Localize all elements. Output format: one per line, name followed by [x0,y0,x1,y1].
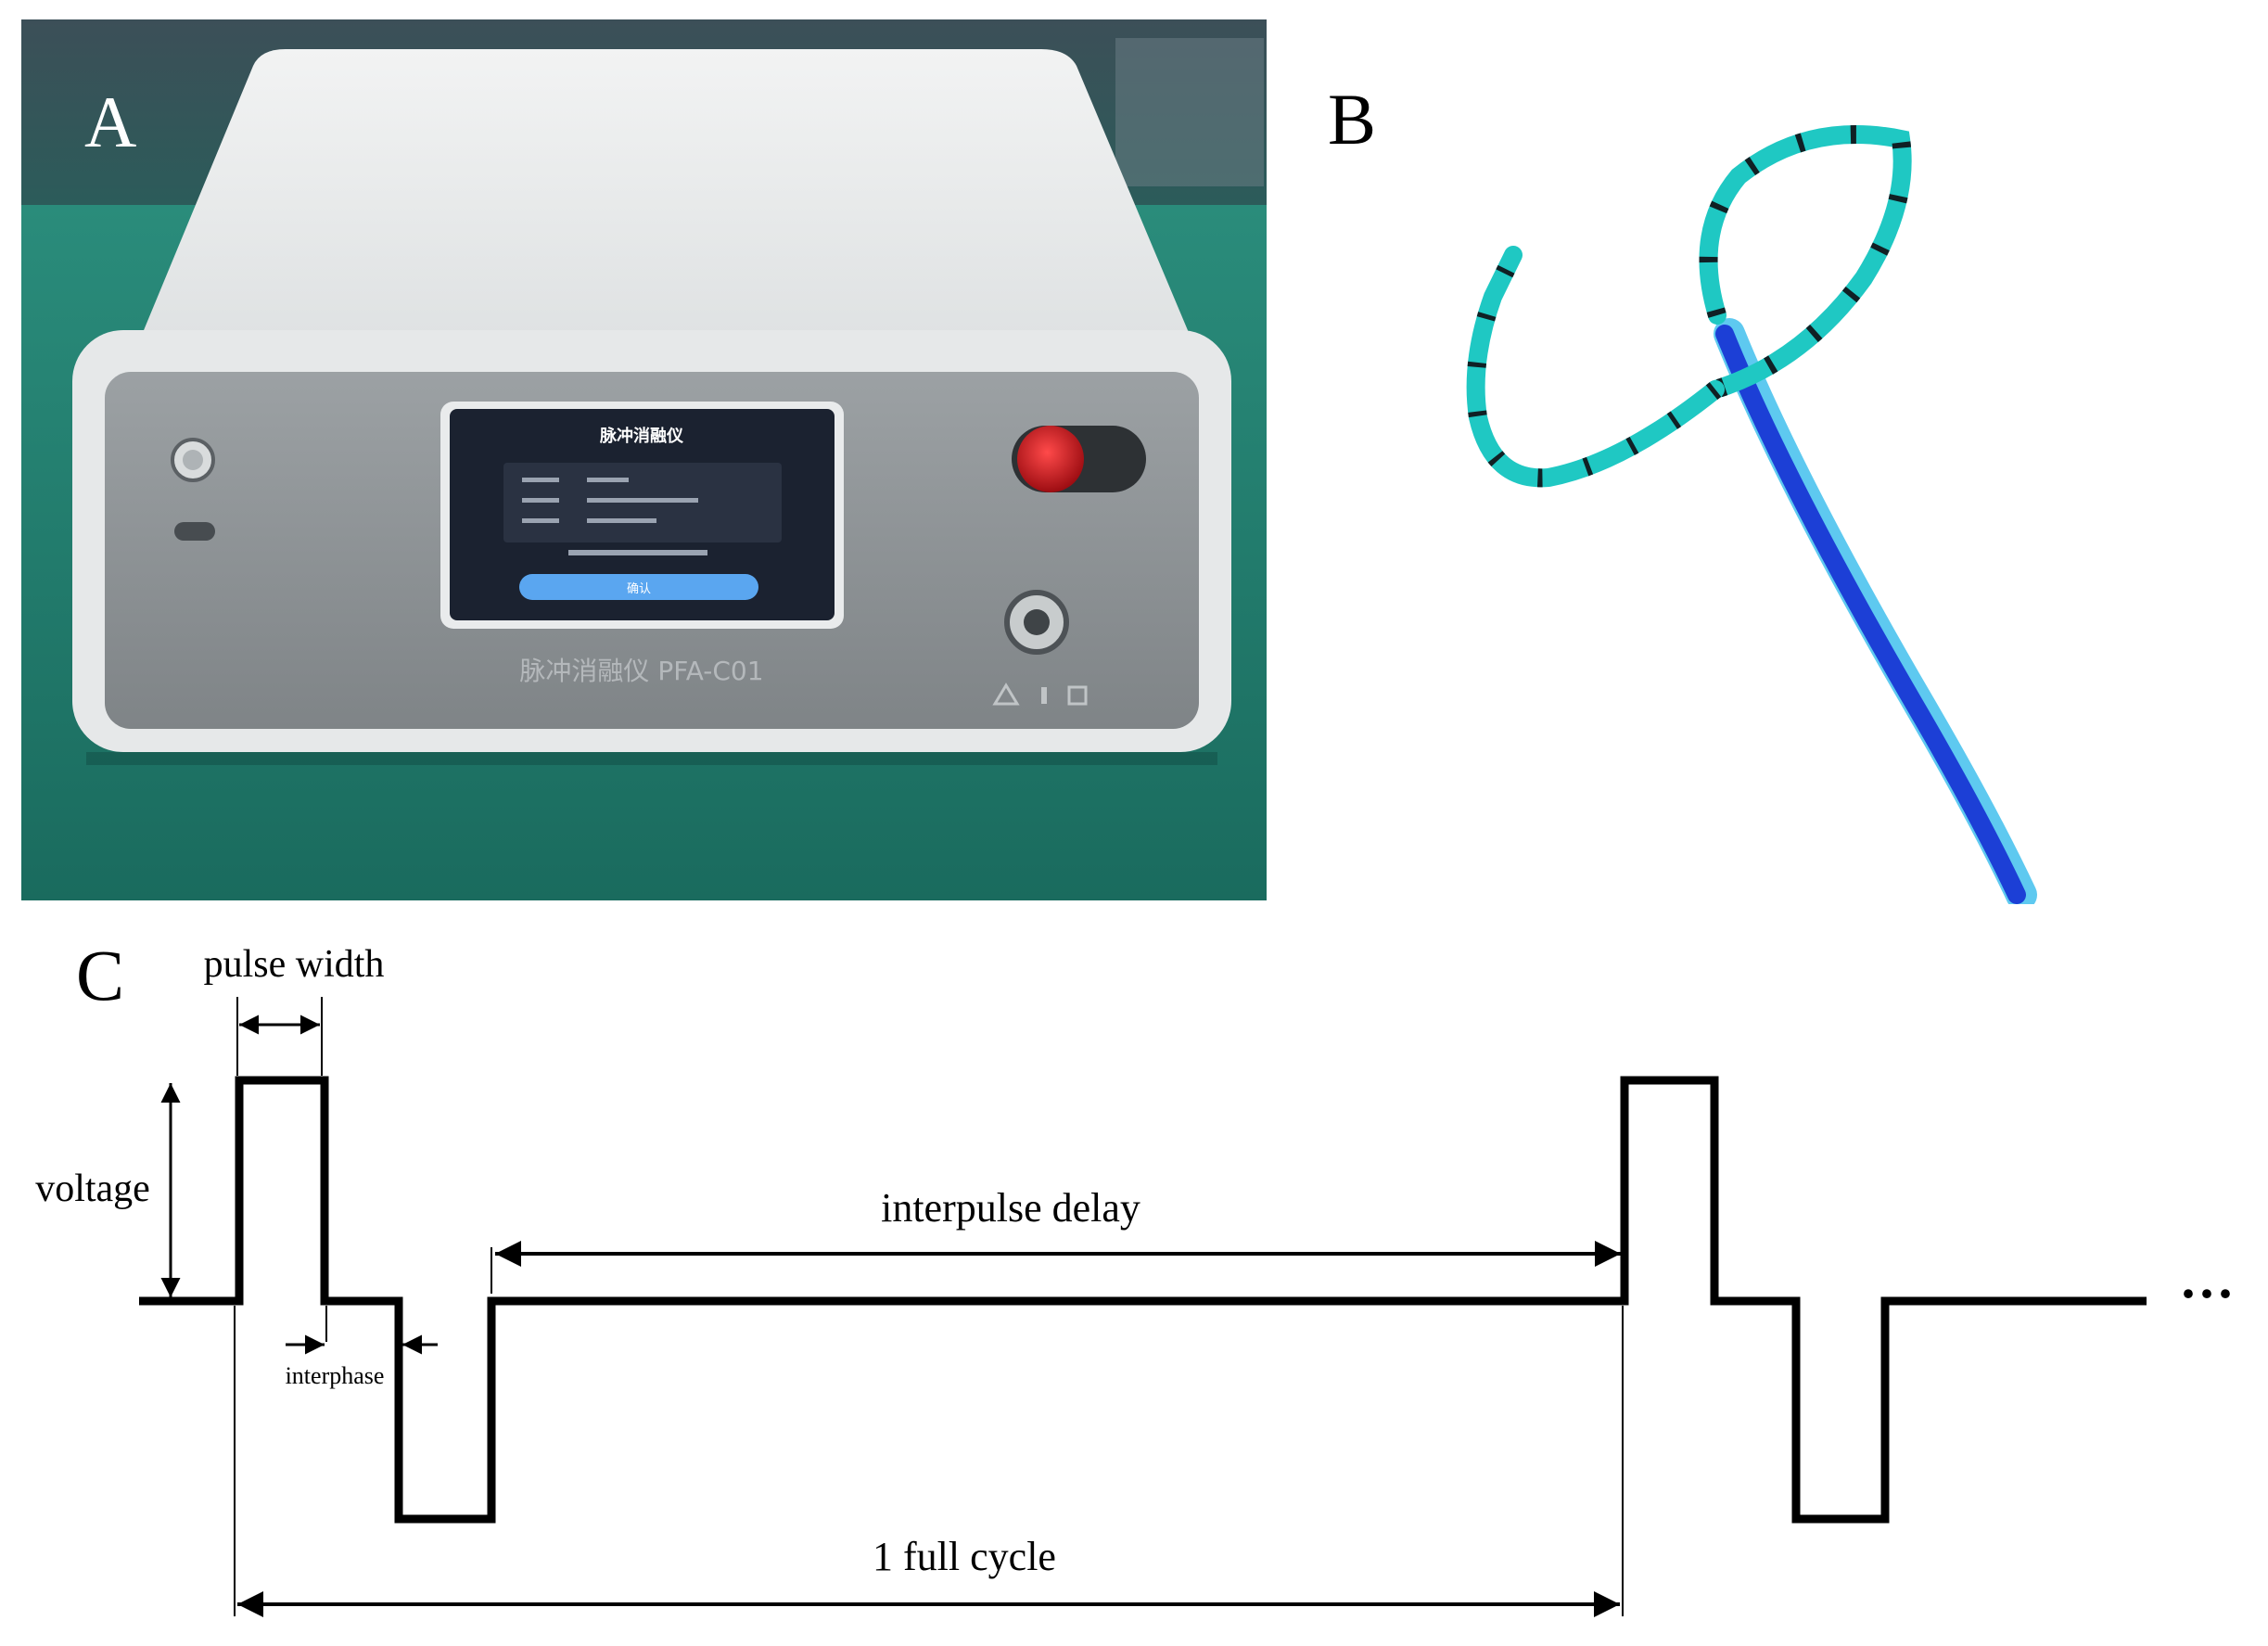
panel-c-waveform-diagram: pulse width voltage interphase interpuls… [0,904,2268,1641]
screen-info-line [587,518,656,523]
warning-icon [992,683,1020,706]
panel-label-c: C [76,935,125,1015]
device-top-cover [142,49,1190,335]
catheter-connector-socket [1024,609,1050,635]
screen-title: 脉冲消融仪 [599,426,684,446]
catheter-electrodes [1699,125,1912,399]
screen-info-line [522,518,559,523]
device-model-label: 脉冲消融仪 PFA-C01 [519,656,763,686]
continuation-ellipsis: ··· [2179,1263,2235,1324]
device-photo-illustration: 脉冲消融仪 确认 脉冲消融仪 PFA-C01 [21,19,1267,900]
emergency-stop-button [1017,426,1084,492]
panel-b-catheter-photo: B [1270,0,2268,911]
screen-confirm-label: 确认 [627,582,651,596]
background-object [1115,38,1264,186]
device-shadow [86,752,1217,765]
screen-info-line [587,478,629,482]
screen-checkbox-line [568,550,707,555]
full-cycle-label: 1 full cycle [873,1534,1056,1579]
catheter-distal-electrodes [1466,250,1722,488]
indicator-led [174,522,215,541]
panel-label-b: B [1328,79,1377,159]
symbol-icon [1067,685,1088,706]
catheter-shaft [1715,325,2026,904]
voltage-label: voltage [35,1168,150,1210]
symbol-icon [1041,687,1047,704]
catheter-distal-arm [1466,246,1725,488]
screen-info-line [587,498,698,503]
waveform-trace [139,1076,2147,1524]
power-button-center [183,450,203,470]
screen-info-line [522,498,559,503]
screen-info-line [522,478,559,482]
panel-label-a: A [84,82,137,162]
catheter-illustration [1466,125,2037,911]
interpulse-delay-label: interpulse delay [881,1185,1140,1231]
interphase-label: interphase [286,1362,385,1389]
panel-a-device-photo: 脉冲消融仪 确认 脉冲消融仪 PFA-C01 A [21,19,1267,900]
pulse-width-label: pulse width [204,943,385,986]
screen-confirm-button [519,574,758,600]
waveform-diagram: pulse width voltage interphase interpuls… [35,943,2235,1617]
